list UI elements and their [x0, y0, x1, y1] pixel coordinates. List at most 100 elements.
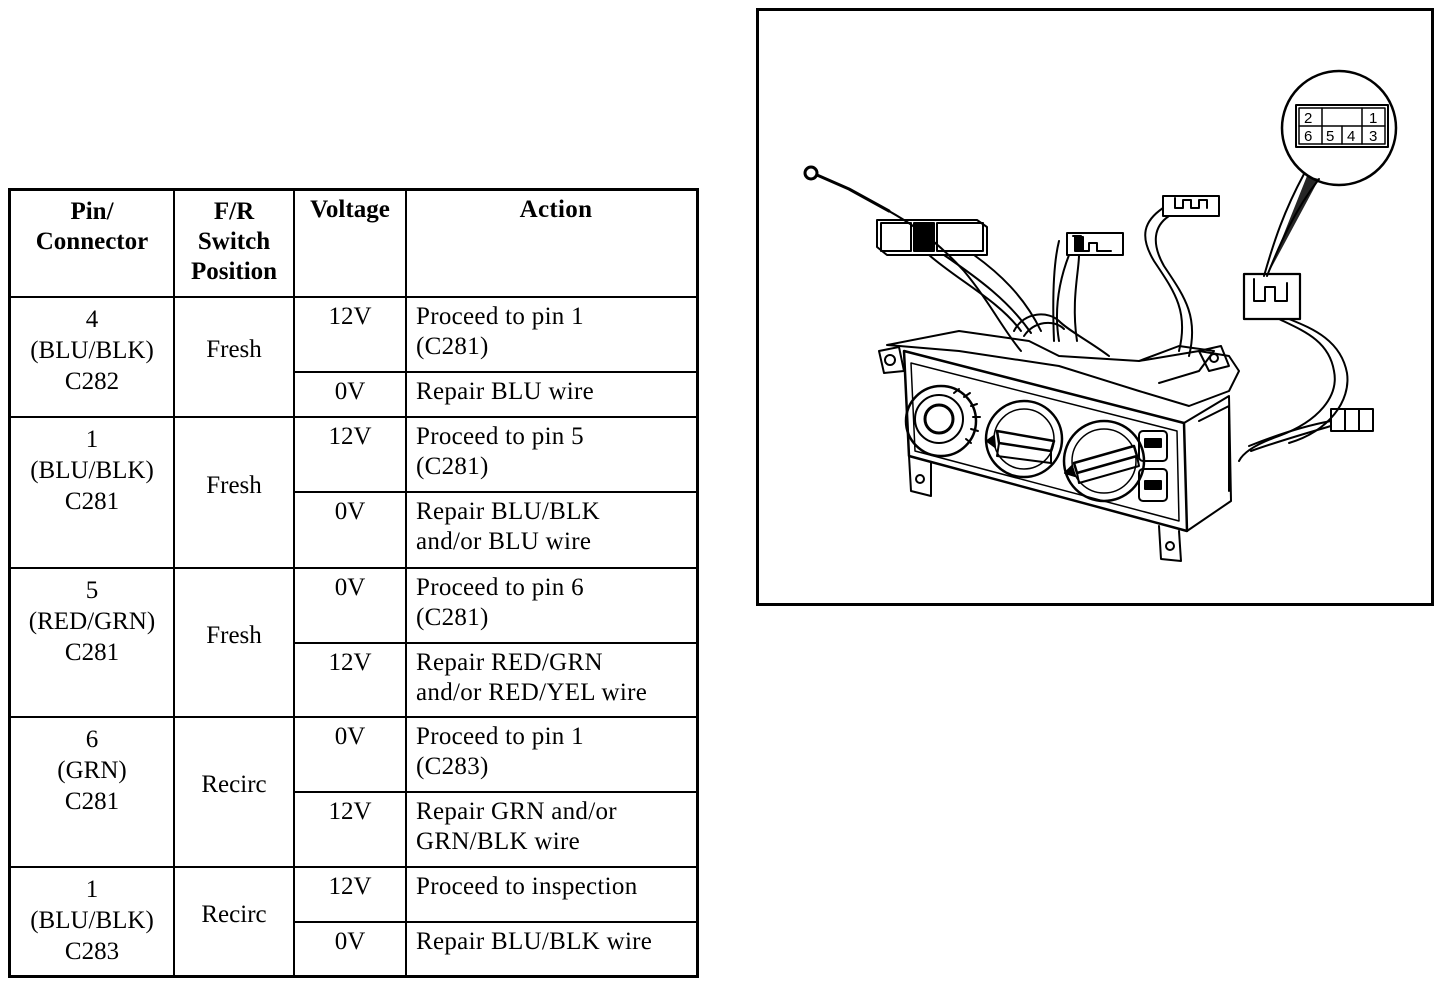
pin-connector-line: (RED/GRN) — [28, 607, 156, 635]
switch-position-value: Fresh — [206, 336, 262, 363]
table-row: 1 (BLU/BLK) C281 Fresh 12V Proceed to pin 5(C… — [8, 415, 699, 569]
header-pin-line-2: Connector — [35, 228, 149, 255]
pin-connector-line: 6 — [85, 725, 99, 753]
action-line: Proceed to pin 1 — [416, 302, 584, 330]
action-line: (C281) — [416, 603, 489, 631]
action-line: Repair BLU wire — [416, 377, 595, 405]
pin-label-3: 3 — [1369, 128, 1377, 145]
pin-label-1: 1 — [1369, 110, 1377, 127]
connector-c282 — [876, 219, 1042, 334]
pin-connector-cell: 1 (BLU/BLK) C281 — [8, 415, 175, 569]
mode-knob — [984, 399, 1064, 479]
control-panel-drawing: 2 1 6 5 4 3 — [803, 69, 1398, 562]
header-switch-line-1: F/R — [213, 198, 255, 225]
pin-connector-cell: 5 (RED/GRN) C281 — [8, 566, 175, 718]
action-line: Proceed to pin 6 — [416, 573, 584, 601]
action-line: and/or BLU wire — [416, 527, 592, 555]
connector-c281 — [1052, 232, 1124, 342]
switch-position-cell: Fresh — [173, 295, 295, 418]
voltage-cell: 12V — [293, 865, 407, 923]
diagnostic-table: Pin/ Connector F/R Switch Position Volta… — [8, 188, 699, 978]
header-pin-connector: Pin/ Connector — [8, 188, 175, 298]
switch-position-value: Recirc — [201, 900, 267, 928]
switch-position-value: Recirc — [201, 771, 267, 798]
action-line: (C281) — [416, 452, 489, 480]
action-line: Repair RED/GRN — [416, 648, 603, 676]
action-line: Repair BLU/BLK — [416, 497, 601, 525]
table-row: 0V Repair BLU wire — [10, 370, 699, 418]
recirc-buttons — [1138, 430, 1168, 502]
pin-connector-line: (BLU/BLK) — [30, 456, 154, 484]
header-row: Pin/ Connector F/R Switch Position Volta… — [8, 188, 699, 298]
pin-connector-line: C281 — [64, 487, 120, 515]
action-line: Repair GRN and/or — [416, 797, 617, 825]
action-line: GRN/BLK wire — [416, 827, 581, 855]
pin-connector-line: C281 — [64, 638, 120, 666]
header-switch-line-2: Switch — [197, 228, 271, 255]
pin-label-6: 6 — [1304, 128, 1312, 145]
voltage-cell: 0V — [293, 920, 407, 978]
voltage-cell: 12V — [293, 415, 407, 493]
switch-position-cell: Recirc — [173, 865, 295, 978]
pin-label-5: 5 — [1326, 128, 1334, 145]
pin-connector-cell: 4 (BLU/BLK) C282 — [8, 295, 175, 418]
voltage-cell: 12V — [293, 295, 407, 373]
temperature-knob — [1062, 419, 1146, 503]
action-cell: Repair BLU wire — [405, 370, 699, 418]
hvac-control-illustration: 2 1 6 5 4 3 — [756, 8, 1434, 606]
connector-right — [1238, 272, 1349, 462]
header-voltage: Voltage — [293, 188, 407, 298]
fan-speed-knob — [904, 384, 981, 458]
action-cell: Repair BLU/BLK wire — [405, 920, 699, 978]
action-line: Repair BLU/BLK wire — [416, 927, 653, 955]
action-cell: Proceed to pin 1(C281) — [405, 295, 699, 373]
header-switch-line-3: Position — [190, 258, 278, 285]
pin-connector-cell: 6 (GRN) C281 — [8, 715, 175, 868]
action-cell: Proceed to pin 6(C281) — [405, 566, 699, 644]
header-action: Action — [405, 188, 699, 298]
table-row: 1 (BLU/BLK) C283 Recirc 12V Proceed to inspec… — [8, 865, 699, 978]
pin-connector-line: 5 — [85, 576, 99, 604]
pin-connector-line: C283 — [64, 937, 120, 965]
pin-connector-line: (BLU/BLK) — [30, 906, 154, 934]
voltage-cell: 12V — [293, 790, 407, 868]
switch-position-value: Fresh — [206, 621, 262, 649]
action-line: Proceed to pin 1 — [416, 722, 584, 750]
voltage-cell: 0V — [293, 370, 407, 418]
header-pin-line-1: Pin/ — [70, 198, 114, 225]
pin-connector-line: (BLU/BLK) — [30, 336, 154, 364]
pin-connector-line: 4 — [85, 305, 99, 333]
action-line: (C283) — [416, 752, 489, 780]
voltage-cell: 0V — [293, 490, 407, 569]
action-line: Proceed to inspection — [416, 872, 638, 900]
voltage-cell: 0V — [293, 566, 407, 644]
action-cell: Proceed to pin 1(C283) — [405, 715, 699, 793]
pin-connector-line: C282 — [64, 367, 120, 395]
control-panel-body — [878, 313, 1240, 562]
connector-c283 — [1144, 195, 1220, 357]
pin-connector-cell: 1 (BLU/BLK) C283 — [8, 865, 175, 978]
pin-connector-line: (GRN) — [57, 756, 127, 784]
pin-connector-line: 1 — [85, 875, 99, 903]
pin-label-4: 4 — [1347, 128, 1355, 145]
ground-wire — [803, 165, 1022, 352]
switch-position-cell: Recirc — [173, 715, 295, 868]
action-line: Proceed to pin 5 — [416, 422, 584, 450]
pin-connector-line: C281 — [64, 787, 120, 815]
voltage-cell: 0V — [293, 715, 407, 793]
action-cell: Proceed to inspection — [405, 865, 699, 923]
connector-face-callout: 2 1 6 5 4 3 — [1263, 69, 1398, 277]
switch-position-value: Fresh — [206, 471, 262, 499]
action-line: (C281) — [416, 332, 489, 360]
pin-connector-line: 1 — [85, 425, 99, 453]
